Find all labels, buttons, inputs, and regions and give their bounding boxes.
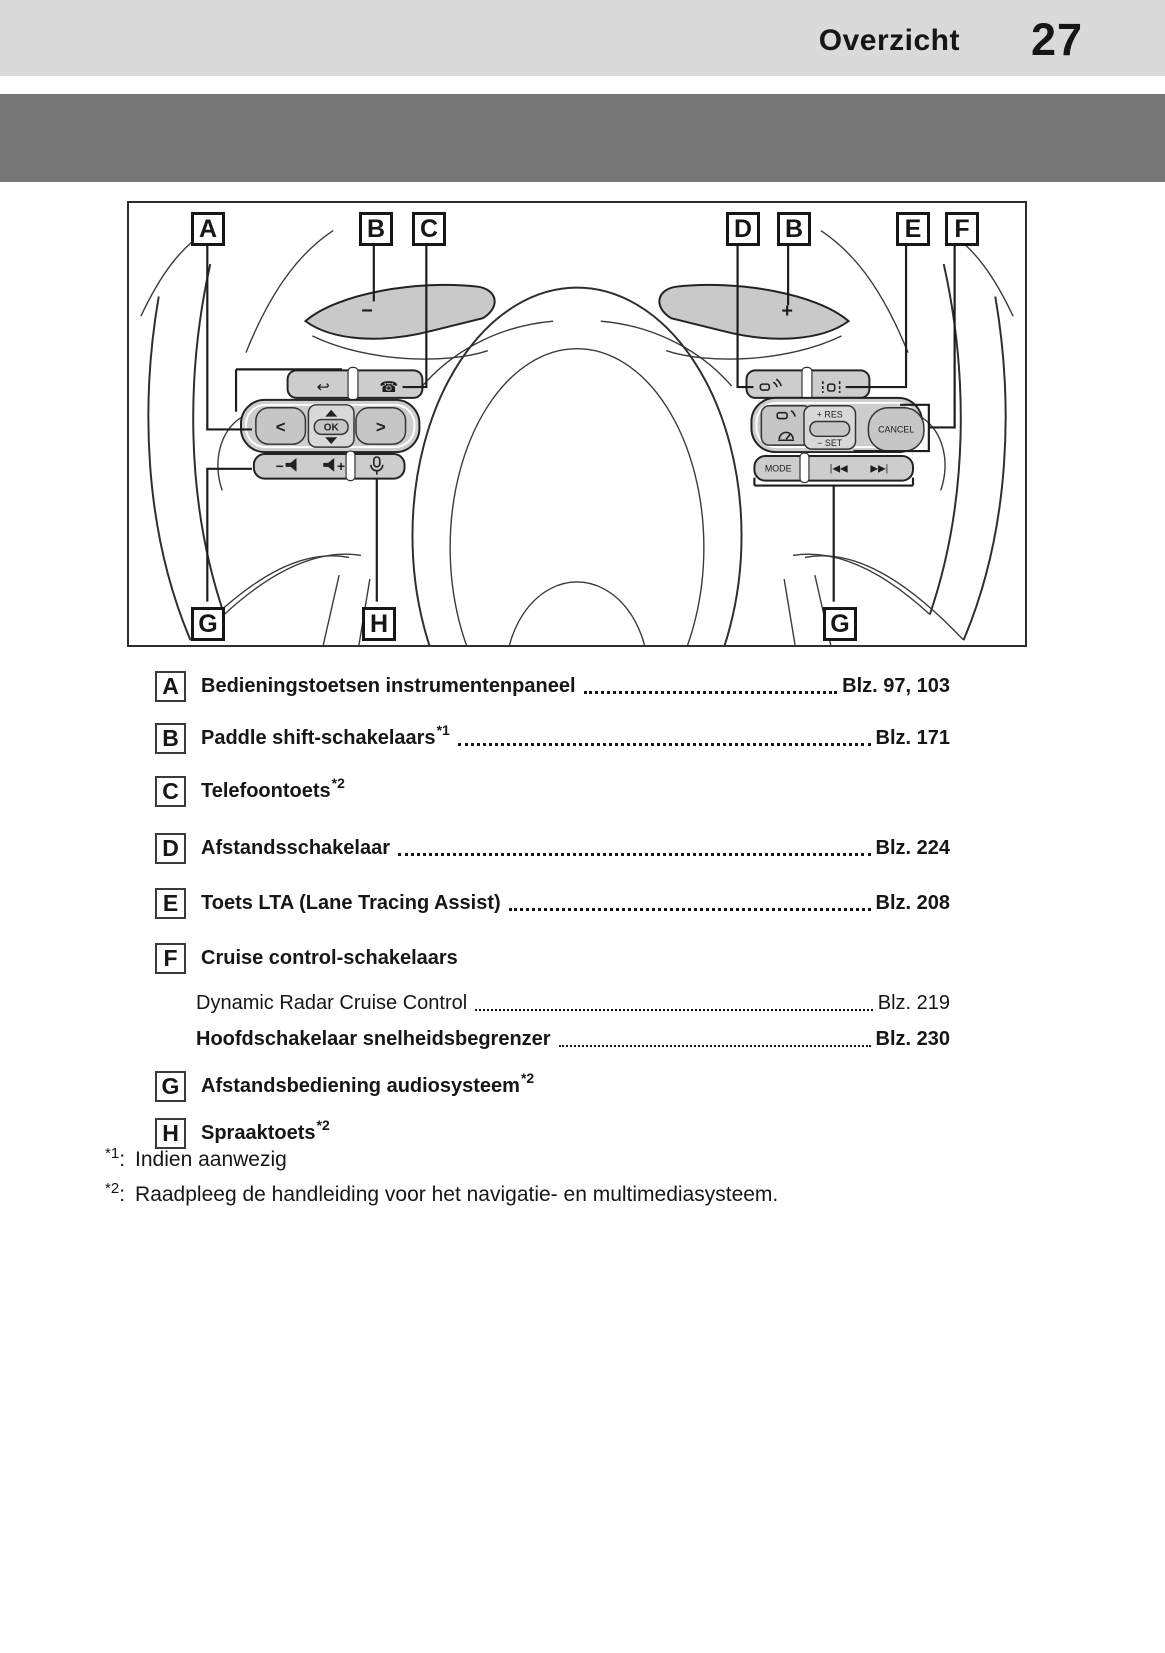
legend-item-b: B Paddle shift-schakelaars *1 Blz. 171 — [155, 722, 950, 754]
leader-dots — [475, 1009, 873, 1011]
legend-label-a: Bedieningstoetsen instrumentenpaneel — [201, 674, 576, 697]
legend-subitem-drcc: Dynamic Radar Cruise Control Blz. 219 — [196, 991, 950, 1014]
leader-dots — [508, 908, 871, 911]
callout-e: E — [896, 212, 930, 246]
legend-key-d: D — [155, 832, 186, 864]
callout-g-left: G — [191, 607, 225, 641]
legend-key-b: B — [155, 722, 186, 754]
legend-item-h: H Spraaktoets *2 — [155, 1117, 950, 1149]
page-number: 27 — [1030, 14, 1083, 65]
steering-wheel-diagram: − + ↩ ☎ < OK — [127, 201, 1027, 647]
leader-dots — [397, 853, 871, 856]
legend-key-g: G — [155, 1070, 186, 1102]
footnote-1: *1:Indien aanwezig — [105, 1145, 287, 1171]
voice-icon — [370, 456, 384, 475]
legend-sup-c: *2 — [331, 775, 345, 791]
legend-label-e: Toets LTA (Lane Tracing Assist) — [201, 891, 501, 914]
set-label: − SET — [817, 438, 843, 448]
callout-c: C — [412, 212, 446, 246]
legend-item-d: D Afstandsschakelaar Blz. 224 — [155, 832, 950, 864]
legend-key-e: E — [155, 887, 186, 919]
legend-key-c: C — [155, 775, 186, 807]
previous-track-icon: |◀◀ — [830, 464, 848, 475]
legend-sup-b: *1 — [436, 722, 450, 738]
callout-h: H — [362, 607, 396, 641]
volume-up-icon: + — [323, 458, 345, 474]
svg-text:−: − — [276, 458, 284, 474]
callout-b-right: B — [777, 212, 811, 246]
phone-icon: ☎ — [379, 380, 398, 396]
volume-down-icon: − — [276, 458, 297, 474]
legend-pages-d: Blz. 224 — [875, 836, 950, 859]
legend-label-f: Cruise control-schakelaars — [201, 946, 458, 969]
legend-key-f: F — [155, 942, 186, 974]
legend-label-c: Telefoontoets — [201, 779, 331, 802]
legend-item-a: A Bedieningstoetsen instrumentenpaneel B… — [155, 670, 950, 702]
legend-sup-g: *2 — [520, 1070, 535, 1086]
plus-paddle-label: + — [781, 300, 793, 322]
leader-dots — [583, 691, 838, 694]
legend-sup-h: *2 — [316, 1117, 330, 1133]
legend-key-a: A — [155, 670, 186, 702]
radar-cruise-icon — [776, 410, 796, 420]
footnote-2: *2:Raadpleeg de handleiding voor het nav… — [105, 1180, 779, 1206]
callout-a: A — [191, 212, 225, 246]
next-track-icon: ▶▶| — [870, 464, 888, 475]
legend-item-c: C Telefoontoets *2 — [155, 775, 950, 807]
down-arrow-icon — [325, 437, 338, 445]
right-arrow-icon: > — [376, 417, 386, 436]
callout-lines — [206, 245, 956, 602]
leader-dots — [558, 1045, 871, 1047]
ok-button: OK — [324, 422, 340, 433]
page-header: Overzicht 27 — [0, 0, 1165, 76]
left-arrow-icon: < — [276, 417, 286, 436]
legend-item-e: E Toets LTA (Lane Tracing Assist) Blz. 2… — [155, 887, 950, 919]
lta-icon — [822, 381, 841, 393]
cancel-button: CANCEL — [878, 424, 914, 434]
up-arrow-icon — [325, 409, 338, 417]
callout-f: F — [945, 212, 979, 246]
legend-subitem-speed-limiter: Hoofdschakelaar snelheidsbegrenzer Blz. … — [196, 1027, 950, 1050]
legend-pages-a: Blz. 97, 103 — [842, 674, 950, 697]
section-title: Overzicht — [818, 24, 960, 57]
legend-key-h: H — [155, 1117, 186, 1149]
legend-label-h: Spraaktoets — [201, 1121, 316, 1144]
legend-item-f: F Cruise control-schakelaars — [155, 942, 950, 974]
wheel-hub — [411, 286, 743, 645]
mode-button: MODE — [765, 464, 792, 474]
legend-item-g: G Afstandsbediening audiosysteem *2 — [155, 1070, 950, 1102]
callout-d: D — [726, 212, 760, 246]
back-icon: ↩ — [317, 379, 330, 396]
distance-switch-icon — [759, 378, 782, 391]
callout-g-right: G — [823, 607, 857, 641]
speed-limiter-icon — [778, 431, 795, 442]
leader-dots — [457, 743, 871, 746]
minus-paddle-label: − — [361, 300, 373, 322]
legend-label-b: Paddle shift-schakelaars — [201, 726, 436, 749]
svg-text:+: + — [337, 458, 345, 474]
res-label: + RES — [817, 410, 843, 420]
chapter-banner — [0, 94, 1165, 182]
right-paddle-shift: + — [658, 283, 851, 360]
legend-pages-b: Blz. 171 — [875, 726, 950, 749]
right-switch-cluster: + RES − SET CANCEL MODE |◀◀ ▶▶| — [745, 366, 925, 484]
legend-label-d: Afstandsschakelaar — [201, 836, 390, 859]
callout-b-left: B — [359, 212, 393, 246]
left-switch-cluster: ↩ ☎ < OK > − — [240, 366, 424, 482]
left-paddle-shift: − — [303, 283, 496, 360]
steering-wheel-drawing: − + ↩ ☎ < OK — [140, 229, 1014, 645]
legend-pages-e: Blz. 208 — [875, 891, 950, 914]
legend-label-g: Afstandsbediening audiosysteem — [201, 1074, 520, 1097]
